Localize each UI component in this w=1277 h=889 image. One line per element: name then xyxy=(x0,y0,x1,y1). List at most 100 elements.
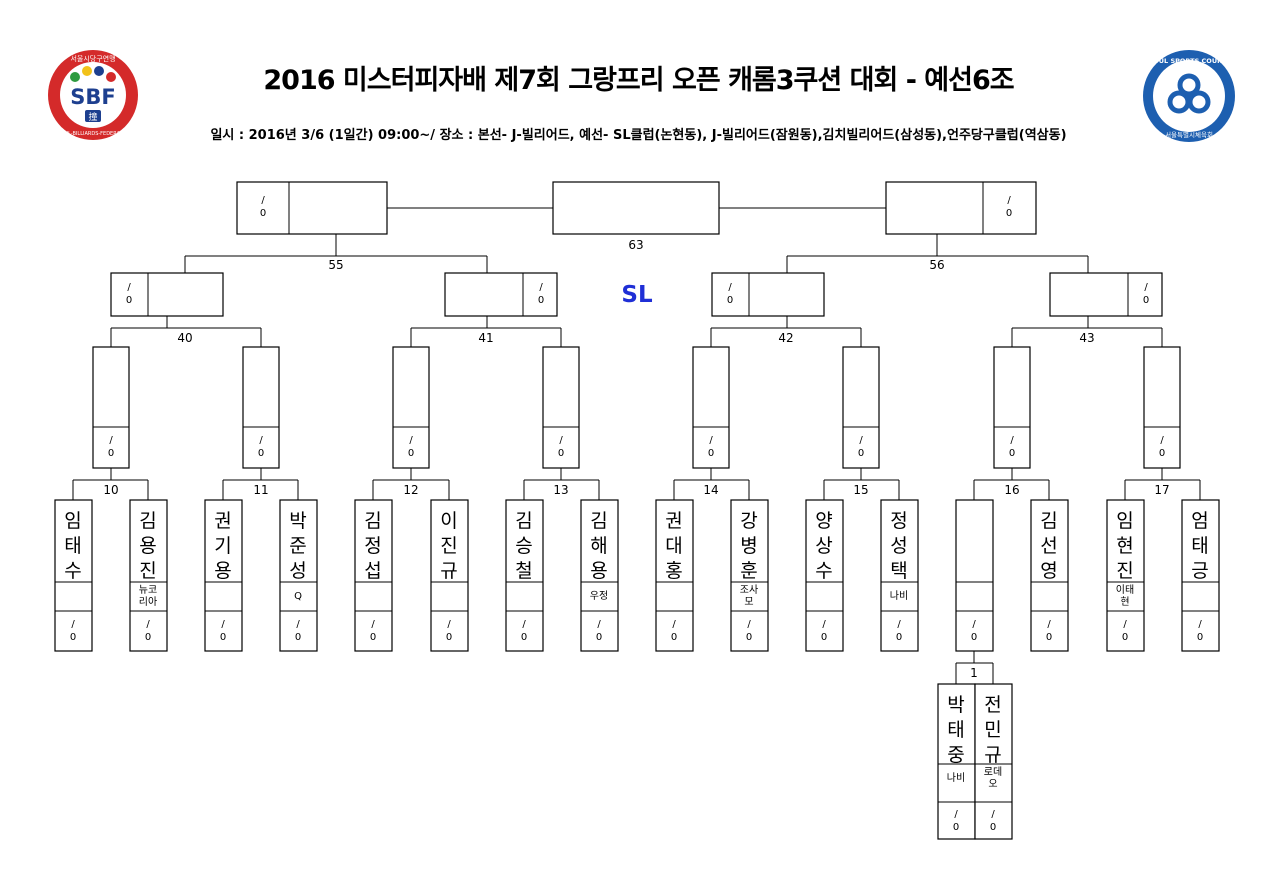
player-score: /0 xyxy=(446,619,452,643)
semifinal-score: /0 xyxy=(727,282,733,306)
match-number-quarter: 41 xyxy=(478,331,493,345)
match-number-prelim: 1 xyxy=(970,666,978,680)
player-column xyxy=(805,499,844,652)
quarterfinal-score: /0 xyxy=(858,435,864,459)
player-score: /0 xyxy=(295,619,301,643)
quarterfinal-box xyxy=(542,346,580,469)
prelim-player-score: /0 xyxy=(990,809,996,833)
prelim-player-score: /0 xyxy=(953,809,959,833)
final-right-box xyxy=(885,181,1037,235)
player-club: 나비 xyxy=(890,590,908,602)
player-score: /0 xyxy=(145,619,151,643)
player-column xyxy=(730,499,769,652)
quarterfinal-box xyxy=(842,346,880,469)
match-number-round16: 15 xyxy=(853,483,868,497)
match-number-semi-right: 56 xyxy=(929,258,944,272)
quarterfinal-score: /0 xyxy=(258,435,264,459)
sbf-logo-ring-bottom: SEOUL-BILLIARDS-FEDERATION xyxy=(54,131,132,137)
council-logo-ring-top: SEOUL SPORTS COUNCIL xyxy=(1144,57,1234,65)
quarterfinal-box xyxy=(692,346,730,469)
match-number-round16: 10 xyxy=(103,483,118,497)
player-score: /0 xyxy=(521,619,527,643)
player-column xyxy=(655,499,694,652)
sbf-logo-ring-top: 서울시당구연맹 xyxy=(70,54,115,63)
semifinal-box xyxy=(444,272,558,317)
quarterfinal-box xyxy=(1143,346,1181,469)
player-score: /0 xyxy=(896,619,902,643)
semifinal-score: /0 xyxy=(126,282,132,306)
final-center-box xyxy=(552,181,720,235)
semifinal-box xyxy=(110,272,224,317)
quarterfinal-score: /0 xyxy=(1159,435,1165,459)
player-score: /0 xyxy=(671,619,677,643)
player-column xyxy=(1030,499,1069,652)
player-score: /0 xyxy=(746,619,752,643)
event-schedule-venue: 일시 : 2016년 3/6 (1일간) 09:00~/ 장소 : 본선- J-… xyxy=(210,128,1067,143)
seoul-sports-council-logo-icon: SEOUL SPORTS COUNCIL 서울특별시체육회 xyxy=(1143,50,1235,142)
match-number-quarter: 43 xyxy=(1079,331,1094,345)
quarterfinal-score: /0 xyxy=(558,435,564,459)
player-column xyxy=(129,499,168,652)
quarterfinal-score: /0 xyxy=(108,435,114,459)
prelim-player-club: 나비 xyxy=(947,772,965,784)
sbf-logo-badge: 撞 xyxy=(88,111,97,123)
player-score: /0 xyxy=(1122,619,1128,643)
final-left-score: /0 xyxy=(260,195,266,219)
player-column xyxy=(279,499,318,652)
match-number-quarter: 42 xyxy=(778,331,793,345)
final-right-score: /0 xyxy=(1006,195,1012,219)
match-number-quarter: 40 xyxy=(177,331,192,345)
match-number-final: 63 xyxy=(628,238,643,252)
player-column xyxy=(1106,499,1145,652)
player-column xyxy=(580,499,619,652)
page-title: 2016 미스터피자배 제7회 그랑프리 오픈 캐롬3쿠션 대회 - 예선6조 xyxy=(263,65,1014,96)
quarterfinal-box xyxy=(242,346,280,469)
player-column xyxy=(955,499,994,652)
sbf-logo-icon: SBF 撞 서울시당구연맹 SEOUL-BILLIARDS-FEDERATION xyxy=(48,50,138,140)
council-logo-ring-bottom: 서울특별시체육회 xyxy=(1165,130,1213,139)
match-number-semi-left: 55 xyxy=(328,258,343,272)
match-number-round16: 14 xyxy=(703,483,718,497)
player-score: /0 xyxy=(596,619,602,643)
quarterfinal-score: /0 xyxy=(1009,435,1015,459)
quarterfinal-box xyxy=(993,346,1031,469)
player-score: /0 xyxy=(1046,619,1052,643)
quarterfinal-score: /0 xyxy=(708,435,714,459)
player-column xyxy=(880,499,919,652)
quarterfinal-box xyxy=(392,346,430,469)
sbf-logo-text: SBF xyxy=(70,85,115,109)
player-score: /0 xyxy=(821,619,827,643)
player-column xyxy=(505,499,544,652)
player-column xyxy=(54,499,93,652)
player-club: 우정 xyxy=(590,590,608,602)
match-number-round16: 12 xyxy=(403,483,418,497)
player-column xyxy=(354,499,393,652)
semifinal-score: /0 xyxy=(1143,282,1149,306)
player-score: /0 xyxy=(370,619,376,643)
player-column xyxy=(430,499,469,652)
player-column xyxy=(204,499,243,652)
player-score: /0 xyxy=(1197,619,1203,643)
player-score: /0 xyxy=(220,619,226,643)
match-number-round16: 13 xyxy=(553,483,568,497)
player-club: Q xyxy=(294,591,302,602)
